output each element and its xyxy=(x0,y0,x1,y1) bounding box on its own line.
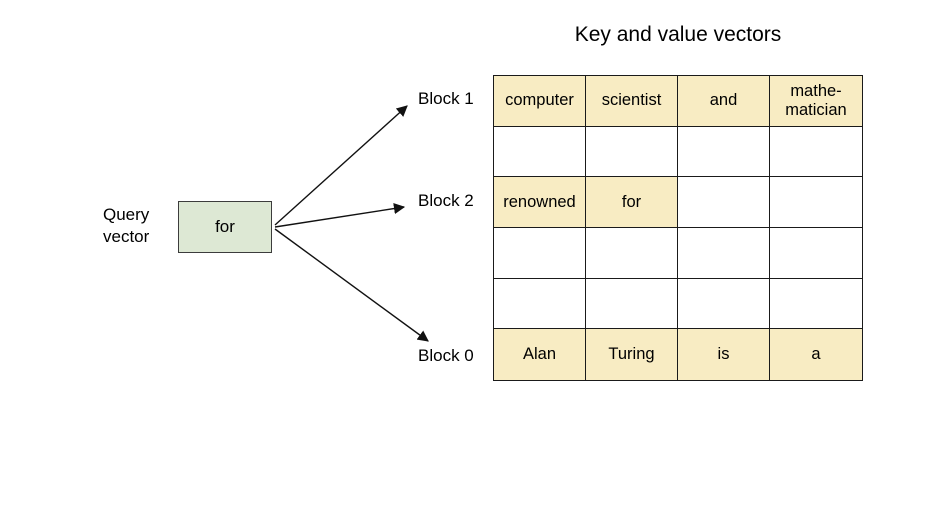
table-cell: mathe- matician xyxy=(770,76,862,127)
table-cell: Turing xyxy=(586,329,678,380)
arrow-to-block-1-icon xyxy=(274,105,408,226)
block-0-label: Block 0 xyxy=(418,346,474,365)
table-cell xyxy=(494,228,586,279)
table-cell xyxy=(770,279,862,330)
table-cell: is xyxy=(678,329,770,380)
query-vector-box: for xyxy=(178,201,272,253)
table-cell: computer xyxy=(494,76,586,127)
table-cell xyxy=(494,278,586,330)
table-cell xyxy=(678,228,770,279)
table-cell: scientist xyxy=(586,76,678,127)
table-cell: for xyxy=(586,177,678,228)
query-vector-label: Query vector xyxy=(103,205,150,246)
arrow-to-block-0-icon xyxy=(274,228,429,342)
table-cell xyxy=(678,278,770,330)
table-cell xyxy=(494,126,586,178)
table-cell xyxy=(586,278,678,330)
table-cell xyxy=(586,228,678,279)
table-cell xyxy=(770,228,862,279)
diagram-title: Key and value vectors xyxy=(574,23,782,46)
block-2-label: Block 2 xyxy=(418,191,474,210)
query-vector-value: for xyxy=(215,217,235,236)
table-cell xyxy=(678,126,770,178)
table-cell: a xyxy=(770,329,862,380)
block-1-label: Block 1 xyxy=(418,89,474,108)
table-cell xyxy=(678,177,770,228)
table-cell xyxy=(586,126,678,178)
table-cell: and xyxy=(678,76,770,127)
table-cell: Alan xyxy=(494,329,586,380)
table-cell: renowned xyxy=(494,177,586,228)
table-cell xyxy=(770,127,862,178)
table-cell xyxy=(770,177,862,228)
arrow-to-block-2-icon xyxy=(274,203,406,228)
